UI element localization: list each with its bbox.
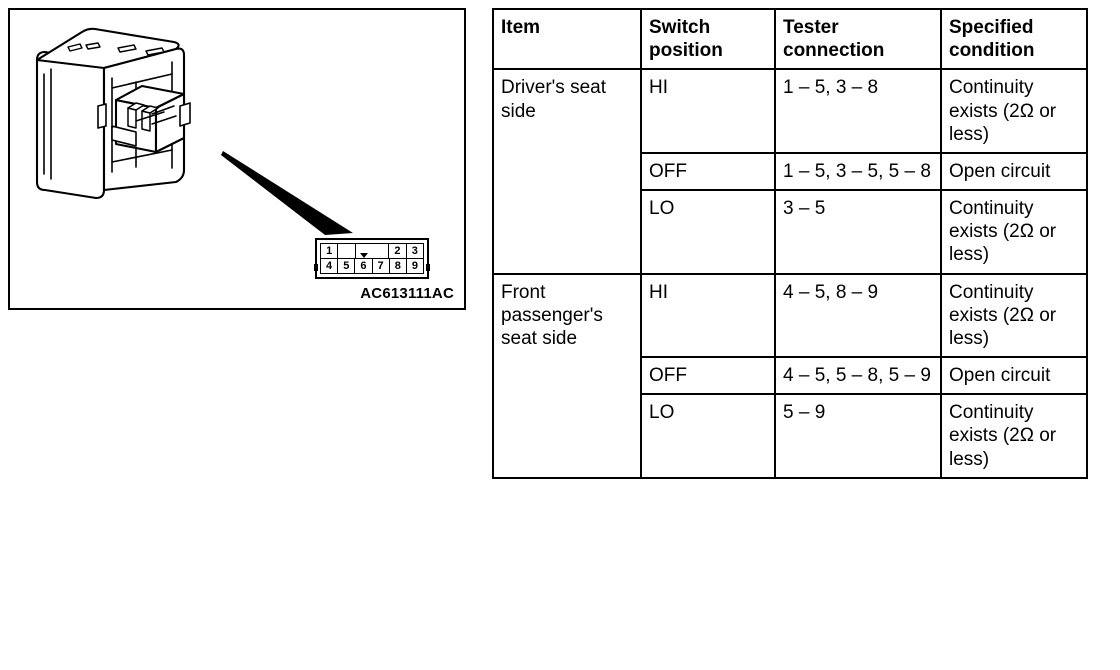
table-row: LO 5 – 9 Continuity exists (2Ω or less) xyxy=(493,393,1088,479)
header-item: Item xyxy=(492,7,642,71)
cell-specified-condition: Continuity exists (2Ω or less) xyxy=(940,393,1088,479)
figure-reference-code: AC613111AC xyxy=(360,285,454,302)
pin-1: 1 xyxy=(321,244,339,258)
cell-switch-position: HI xyxy=(640,272,776,359)
cell-switch-position: OFF xyxy=(640,151,776,192)
pin-9: 9 xyxy=(411,259,418,272)
header-specified-condition: Specified condition xyxy=(940,7,1088,71)
pinout-bottom-row: 4 5 6 7 8 9 xyxy=(321,259,423,273)
pinout-top-row: 1 2 3 xyxy=(321,244,423,259)
table-row: LO 3 – 5 Continuity exists (2Ω or less) xyxy=(493,189,1088,275)
cell-item-group-0: Driver's seat side xyxy=(492,68,642,275)
cell-tester-connection: 1 – 5, 3 – 8 xyxy=(774,68,942,154)
cell-switch-position: OFF xyxy=(640,356,776,396)
pin-4: 4 xyxy=(321,259,339,273)
cell-specified-condition: Open circuit xyxy=(940,151,1088,192)
connector-latch-nub-right xyxy=(426,264,430,271)
figure-panel: 1 2 3 4 5 6 7 8 9 AC613111AC xyxy=(8,8,466,310)
header-tester-connection: Tester connection xyxy=(774,7,942,71)
connector-pinout-diagram: 1 2 3 4 5 6 7 8 9 xyxy=(314,238,430,279)
connector-latch-nub-left xyxy=(314,264,318,271)
pin-5: 5 xyxy=(338,259,356,273)
pin-6: 6 xyxy=(355,259,373,273)
table-row: OFF 4 – 5, 5 – 8, 5 – 9 Open circuit xyxy=(493,356,1088,396)
pin-7: 7 xyxy=(373,259,390,273)
cell-specified-condition: Continuity exists (2Ω or less) xyxy=(940,272,1088,359)
table-row: Driver's seat side HI 1 – 5, 3 – 8 Conti… xyxy=(492,68,1088,275)
cell-tester-connection: 5 – 9 xyxy=(774,393,942,479)
cell-specified-condition: Continuity exists (2Ω or less) xyxy=(940,68,1088,154)
triangle-index-marker-icon xyxy=(356,244,372,258)
pin-2: 2 xyxy=(389,244,407,258)
cell-tester-connection: 4 – 5, 5 – 8, 5 – 9 xyxy=(774,356,942,396)
pin-3: 3 xyxy=(411,244,418,257)
cell-specified-condition: Open circuit xyxy=(940,356,1088,396)
pin-top-blank-a xyxy=(338,244,356,258)
cell-tester-connection: 4 – 5, 8 – 9 xyxy=(774,272,942,359)
cell-switch-position: LO xyxy=(640,393,776,479)
continuity-spec-table: Item Switch position Tester connection S… xyxy=(492,7,1088,479)
table-row: Front passenger's seat side HI 4 – 5, 8 … xyxy=(492,272,1088,479)
leader-pointer-line xyxy=(221,151,353,235)
cell-specified-condition: Continuity exists (2Ω or less) xyxy=(940,189,1088,275)
pin-top-blank-b xyxy=(372,244,390,258)
header-switch-position: Switch position xyxy=(640,7,776,71)
table-header-row: Item Switch position Tester connection S… xyxy=(492,7,1088,71)
pin-8: 8 xyxy=(390,259,407,273)
cell-switch-position: LO xyxy=(640,189,776,275)
cell-item-group-1: Front passenger's seat side xyxy=(492,272,642,479)
relay-connector-illustration xyxy=(35,27,191,200)
cell-tester-connection: 3 – 5 xyxy=(774,189,942,275)
cell-switch-position: HI xyxy=(640,68,776,154)
table-row: OFF 1 – 5, 3 – 5, 5 – 8 Open circuit xyxy=(493,151,1088,192)
cell-tester-connection: 1 – 5, 3 – 5, 5 – 8 xyxy=(774,151,942,192)
